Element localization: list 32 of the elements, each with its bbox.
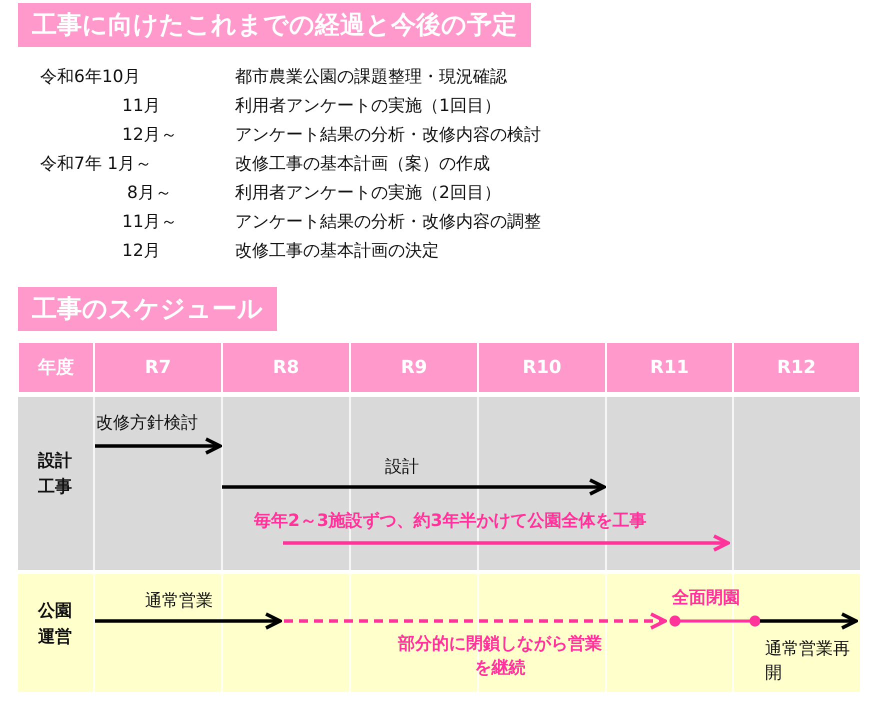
bar-label: 毎年2～3施設ずつ、約3年半かけて公園全体を工事 <box>254 510 646 532</box>
column-header: R12 <box>734 343 859 392</box>
schedule-item: 利用者アンケートの実施（1回目） <box>235 95 501 117</box>
date-label: 令和7年 1月～ <box>40 153 152 175</box>
bar-label: 設計 <box>385 456 419 478</box>
column-header: R7 <box>95 343 221 392</box>
column-header: R8 <box>223 343 349 392</box>
date-label: 11月 <box>122 95 161 117</box>
bar-label: 部分的に閉鎖しながら営業を継続 <box>396 633 603 680</box>
date-label: 8月～ <box>127 182 172 204</box>
schedule-item: 改修工事の基本計画（案）の作成 <box>235 153 490 175</box>
bar-label: 通常営業再開 <box>765 638 851 685</box>
bar-label: 改修方針検討 <box>96 412 198 434</box>
schedule-item: 改修工事の基本計画の決定 <box>235 240 439 262</box>
schedule-item: アンケート結果の分析・改修内容の検討 <box>235 124 541 146</box>
date-label: 11月～ <box>122 211 178 233</box>
row-header: 設計工事 <box>38 450 73 499</box>
schedule-item: 利用者アンケートの実施（2回目） <box>235 182 501 204</box>
column-header: 年度 <box>19 343 93 392</box>
bar-label: 全面閉園 <box>672 587 740 609</box>
section-heading: 工事のスケジュール <box>18 287 277 331</box>
date-label: 12月 <box>122 240 161 262</box>
schedule-item: 都市農業公園の課題整理・現況確認 <box>235 66 507 88</box>
date-label: 令和6年10月 <box>40 66 140 88</box>
bar-label: 通常営業 <box>145 590 213 612</box>
date-label: 12月～ <box>122 124 178 146</box>
schedule-item: アンケート結果の分析・改修内容の調整 <box>235 211 541 233</box>
section-heading: 工事に向けたこれまでの経過と今後の予定 <box>18 3 531 47</box>
row-header: 公園運営 <box>38 600 73 649</box>
column-header: R9 <box>351 343 477 392</box>
column-header: R11 <box>607 343 732 392</box>
column-header: R10 <box>479 343 605 392</box>
